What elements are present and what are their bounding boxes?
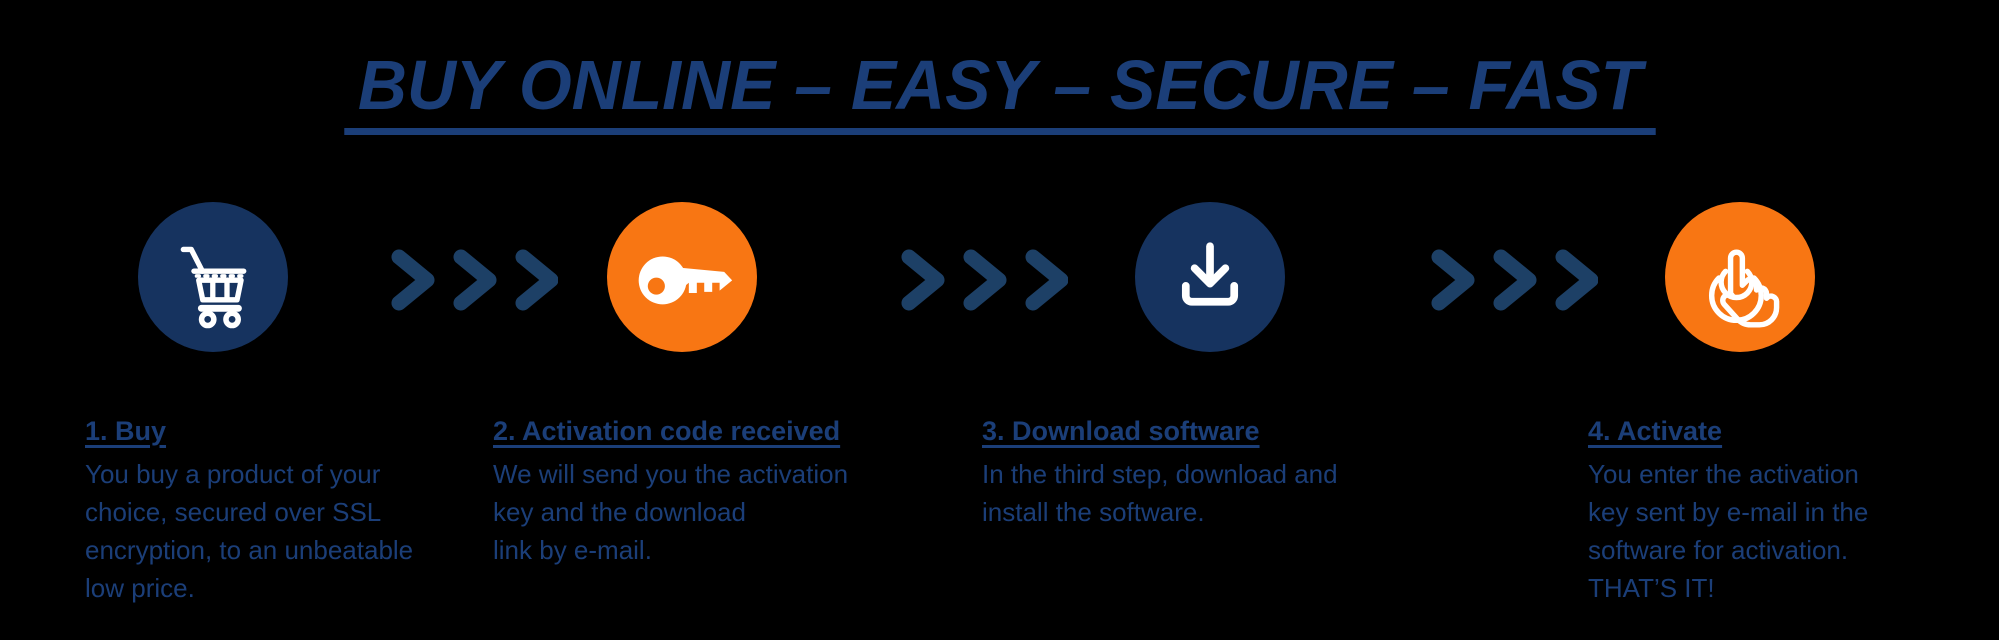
tap-icon <box>1681 218 1799 336</box>
chevron-right-icon <box>901 249 945 311</box>
chevrons-separator <box>1430 249 1598 311</box>
step-2-circle <box>607 202 757 352</box>
step-1-circle <box>138 202 288 352</box>
title-row: BUY ONLINE – EASY – SECURE – FAST <box>0 50 1999 135</box>
chevrons-separator <box>900 249 1068 311</box>
chevron-right-icon <box>515 249 558 311</box>
chevron-right-icon <box>1555 249 1598 311</box>
step-3-circle <box>1135 202 1285 352</box>
chevron-right-icon <box>1493 249 1537 311</box>
chevrons-separator <box>390 249 558 311</box>
chevron-right-icon <box>391 249 435 311</box>
key-icon <box>625 220 739 334</box>
step-2-heading: 2. Activation code received <box>493 416 841 446</box>
chevron-right-icon <box>1025 249 1068 311</box>
chevron-right-icon <box>963 249 1007 311</box>
step-4-circle <box>1665 202 1815 352</box>
chevron-right-icon <box>1431 249 1475 311</box>
step-1-text-column: 1. Buy You buy a product of your choice,… <box>85 415 475 607</box>
step-1-description: You buy a product of your choice, secure… <box>85 459 414 603</box>
download-icon <box>1155 222 1265 332</box>
chevron-right-icon <box>453 249 497 311</box>
step-4-description: You enter the activation key sent by e-m… <box>1588 459 1869 603</box>
step-4-text-column: 4. Activate You enter the activation key… <box>1588 415 1988 607</box>
page-title: BUY ONLINE – EASY – SECURE – FAST <box>343 50 1656 135</box>
step-2-description: We will send you the activation key and … <box>493 459 849 565</box>
step-1-heading: 1. Buy <box>85 416 167 446</box>
step-3-heading: 3. Download software <box>982 416 1260 446</box>
step-3-text-column: 3. Download software In the third step, … <box>982 415 1412 531</box>
step-2-text-column: 2. Activation code received We will send… <box>493 415 913 569</box>
step-3-description: In the third step, download and install … <box>982 459 1338 527</box>
cart-icon <box>160 224 266 330</box>
step-4-heading: 4. Activate <box>1588 416 1723 446</box>
